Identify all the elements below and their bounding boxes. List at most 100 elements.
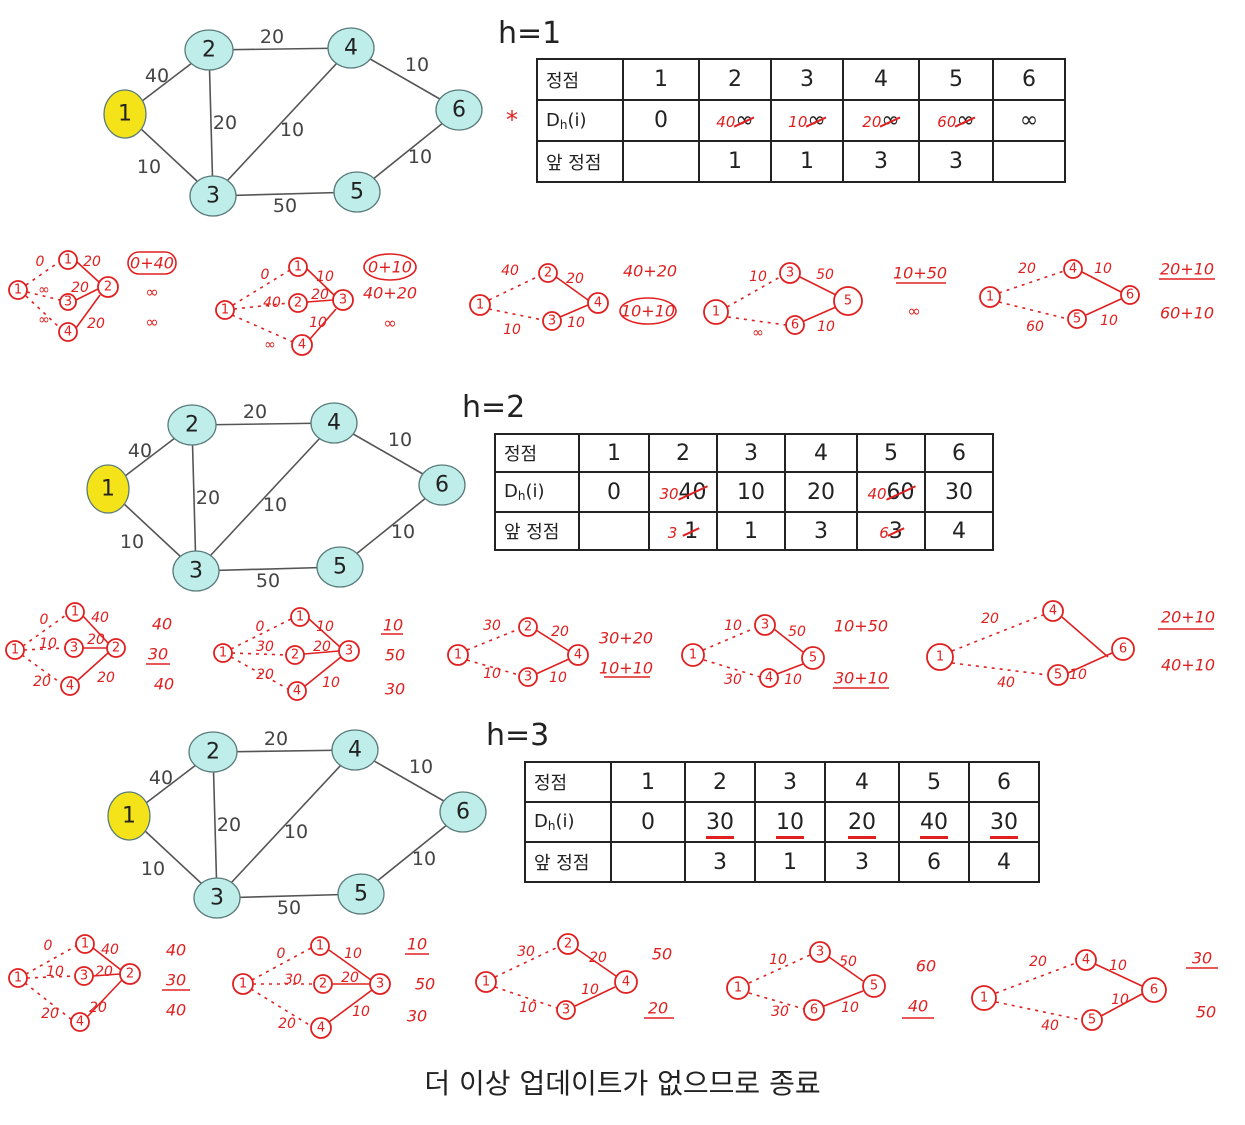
svg-text:10: 10 bbox=[39, 636, 57, 652]
svg-text:10: 10 bbox=[1069, 667, 1087, 683]
scratch-mid: 40+20 bbox=[363, 284, 417, 303]
pred-cell: 3 1 bbox=[648, 511, 718, 551]
vertex-header: 정점 bbox=[524, 761, 612, 803]
graph-node-label: 1 bbox=[122, 804, 136, 829]
svg-text:20: 20 bbox=[95, 964, 113, 980]
col-4: 4 bbox=[824, 761, 900, 803]
graph-node-3 bbox=[193, 877, 241, 919]
svg-text:0: 0 bbox=[36, 254, 45, 270]
scratch-c: 40 bbox=[154, 675, 174, 694]
pred-new-value: 3 bbox=[667, 523, 678, 542]
svg-text:1: 1 bbox=[64, 253, 72, 268]
pred-cell: 1 bbox=[716, 511, 786, 551]
graph-node-3 bbox=[172, 550, 220, 592]
header-row: 정점 1 2 3 4 5 6 bbox=[524, 761, 1040, 803]
scratch-mid: 60+10 bbox=[1160, 304, 1214, 323]
pred-value: 1 bbox=[744, 518, 758, 544]
svg-text:3: 3 bbox=[786, 266, 794, 281]
svg-text:∞: ∞ bbox=[752, 325, 764, 341]
svg-text:40: 40 bbox=[1041, 1018, 1059, 1034]
pred-cell: 1 bbox=[770, 140, 844, 183]
scratch-b: 40 bbox=[908, 997, 928, 1016]
edge-3-5 bbox=[216, 893, 362, 899]
col-1: 1 bbox=[578, 433, 650, 473]
edge-weight-label: 10 bbox=[391, 521, 415, 543]
svg-text:40: 40 bbox=[101, 942, 119, 958]
svg-text:10: 10 bbox=[784, 672, 802, 688]
svg-text:20: 20 bbox=[33, 674, 51, 690]
col-4: 4 bbox=[842, 58, 920, 101]
sketch-node-icon bbox=[8, 280, 28, 300]
edge-weight-label: 10 bbox=[284, 821, 308, 843]
graph-node-label: 4 bbox=[344, 36, 358, 61]
edge-weight-label: 20 bbox=[243, 401, 267, 423]
scratch-top: 20+10 bbox=[1160, 260, 1214, 279]
scratch-top: 10+50 bbox=[893, 264, 947, 283]
dist-cell: 30 bbox=[684, 801, 756, 843]
dist-cell: 30 bbox=[924, 471, 994, 513]
edge-weight-label: 10 bbox=[408, 146, 432, 168]
graph-node-label: 4 bbox=[348, 738, 362, 763]
svg-text:40: 40 bbox=[501, 263, 519, 279]
svg-text:3: 3 bbox=[345, 644, 353, 659]
graph-node-5 bbox=[316, 546, 364, 588]
svg-text:6: 6 bbox=[1150, 983, 1158, 998]
scratch-mid: ∞ bbox=[907, 302, 920, 321]
svg-text:4: 4 bbox=[1069, 262, 1077, 277]
scratch-c: 40 bbox=[166, 1001, 186, 1020]
svg-text:5: 5 bbox=[1088, 1013, 1096, 1028]
svg-text:4: 4 bbox=[1049, 604, 1057, 619]
pred-cell: 4 bbox=[968, 841, 1040, 883]
dist-old-value: 40 bbox=[678, 479, 707, 505]
pred-header: 앞 정점 bbox=[494, 511, 580, 551]
dist-old-value: ∞ bbox=[807, 108, 826, 133]
dist-cell: 0 bbox=[578, 471, 650, 513]
sketch-node-icon bbox=[58, 250, 78, 270]
col-2: 2 bbox=[684, 761, 756, 803]
svg-text:2: 2 bbox=[564, 937, 572, 952]
dist-value: ∞ bbox=[1019, 108, 1039, 133]
dist-subscript: h bbox=[517, 489, 526, 503]
svg-text:5: 5 bbox=[809, 651, 817, 666]
svg-text:2: 2 bbox=[291, 648, 299, 663]
dist-row: Dh(i) 0 3040 10 20 4060 30 bbox=[494, 471, 994, 513]
svg-text:4: 4 bbox=[594, 296, 602, 311]
graph-node-label: 1 bbox=[101, 477, 115, 502]
edge-weight-label: 40 bbox=[149, 767, 173, 789]
svg-text:0: 0 bbox=[44, 938, 53, 954]
graph-node-label: 3 bbox=[189, 559, 203, 584]
svg-text:3: 3 bbox=[64, 295, 72, 310]
svg-text:30: 30 bbox=[284, 972, 302, 988]
graph-node-1 bbox=[107, 791, 151, 841]
svg-text:60: 60 bbox=[1026, 319, 1044, 335]
col-5: 5 bbox=[918, 58, 994, 101]
dist-new-value: 60 bbox=[937, 113, 957, 131]
edge-2-3 bbox=[208, 49, 214, 197]
svg-text:30: 30 bbox=[256, 639, 274, 655]
edge-weight-label: 20 bbox=[196, 487, 220, 509]
edge-weight-label: 10 bbox=[120, 531, 144, 553]
svg-text:10: 10 bbox=[841, 1000, 859, 1016]
dist-cell: 10∞ bbox=[770, 99, 844, 142]
dist-value: 0 bbox=[654, 108, 668, 133]
dist-cell: 3040 bbox=[648, 471, 718, 513]
svg-text:2: 2 bbox=[126, 967, 134, 982]
svg-text:10: 10 bbox=[1109, 958, 1127, 974]
svg-text:1: 1 bbox=[219, 646, 227, 661]
scratch-top: 0+40 bbox=[130, 254, 174, 273]
svg-text:1: 1 bbox=[294, 260, 302, 275]
svg-text:10: 10 bbox=[749, 269, 767, 285]
svg-text:5: 5 bbox=[1054, 668, 1062, 683]
svg-text:10: 10 bbox=[46, 964, 64, 980]
graph-node-label: 5 bbox=[354, 882, 368, 907]
svg-text:3: 3 bbox=[70, 641, 78, 656]
dist-cell: 60∞ bbox=[918, 99, 994, 142]
h1-title: h=1 bbox=[498, 16, 562, 51]
svg-text:20: 20 bbox=[1018, 261, 1036, 277]
sketch-node-icon bbox=[97, 276, 119, 298]
dist-subscript: h bbox=[547, 819, 556, 833]
svg-text:10: 10 bbox=[316, 269, 334, 285]
svg-text:1: 1 bbox=[81, 937, 89, 952]
edge-2-3 bbox=[191, 424, 197, 572]
